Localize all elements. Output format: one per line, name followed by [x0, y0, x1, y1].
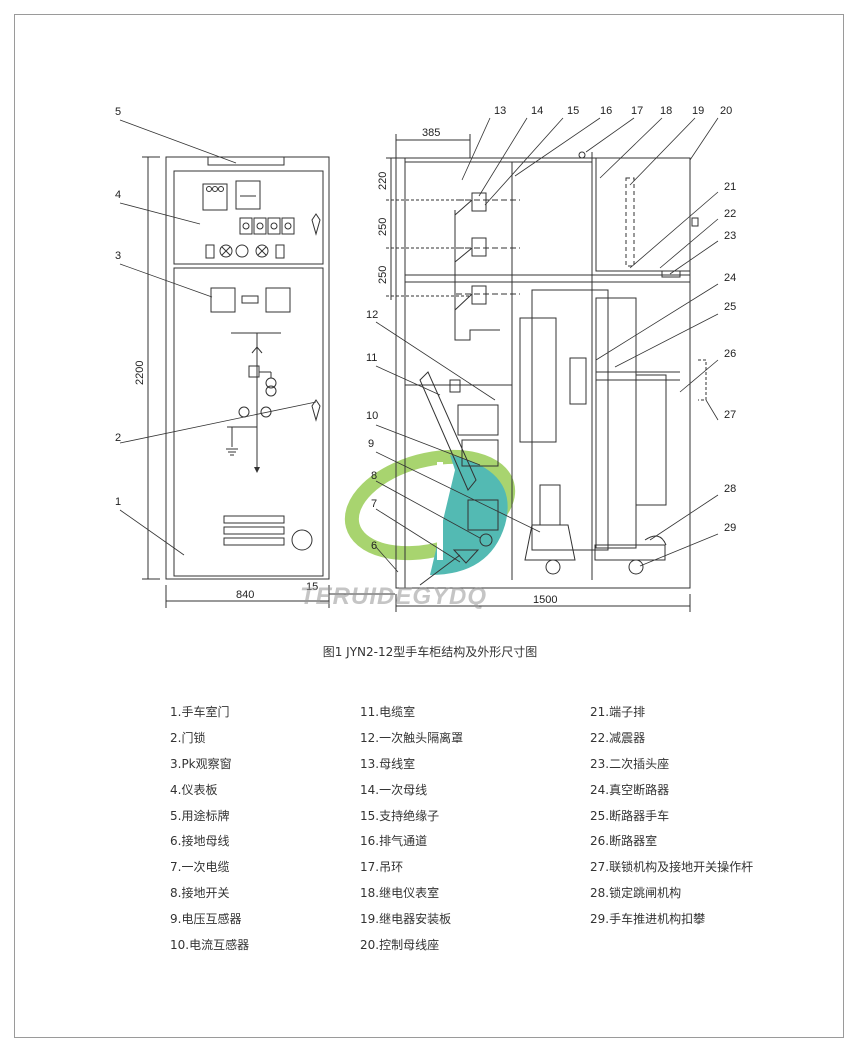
legend-item: 1.手车室门: [170, 705, 230, 719]
callout-label: 15: [567, 105, 579, 117]
callout-label: 28: [724, 483, 736, 495]
legend-item: 4.仪表板: [170, 782, 218, 797]
legend-item: 18.继电仪表室: [360, 886, 440, 901]
legend-item: 5.用途标牌: [170, 808, 230, 823]
legend-item: 25.断路器手车: [590, 808, 670, 823]
legend-item: 9.电压互感器: [170, 912, 242, 927]
page-frame: [14, 14, 844, 1038]
callout-label: 7: [371, 498, 377, 510]
leader-lines: [119, 117, 719, 573]
legend-item: 12.一次触头隔离罩: [360, 730, 464, 745]
legend-column-1: 1.手车室门 2.门锁 3.Pk观察窗 4.仪表板 5.用途标牌 6.接地母线 …: [170, 700, 249, 959]
dim-250a: 250: [377, 218, 389, 236]
callout-label: 13: [494, 105, 506, 117]
side-view: [386, 134, 707, 612]
legend-item: 3.Pk观察窗: [170, 756, 232, 771]
figure-caption: 图1 JYN2-12型手车柜结构及外形尺寸图: [322, 645, 538, 659]
legend-item: 20.控制母线座: [360, 938, 440, 953]
callout-label: 24: [724, 272, 736, 284]
dim-1500: 1500: [533, 594, 557, 606]
dim-250b: 250: [377, 266, 389, 284]
legend-item: 10.电流互感器: [170, 938, 250, 953]
callout-label: 14: [531, 105, 543, 117]
callout-label: 1: [115, 496, 121, 508]
callout-label: 25: [724, 301, 736, 313]
legend-column-3: 21.端子排 22.减震器 23.二次插头座 24.真空断路器 25.断路器手车…: [590, 700, 753, 933]
legend-item: 21.端子排: [590, 705, 646, 719]
callout-label: 19: [692, 105, 704, 117]
legend-item: 7.一次电缆: [170, 860, 230, 875]
legend-item: 11.电缆室: [360, 705, 416, 719]
callout-label: 5: [115, 106, 121, 118]
legend-item: 26.断路器室: [590, 834, 658, 849]
dim-2200: 2200: [134, 361, 146, 385]
legend-item: 19.继电器安装板: [360, 912, 452, 927]
legend-item: 23.二次插头座: [590, 756, 670, 771]
callout-label: 27: [724, 409, 736, 421]
legend-item: 29.手车推进机构扣攀: [590, 912, 706, 927]
callout-label: 18: [660, 105, 672, 117]
dim-840: 840: [236, 589, 254, 601]
callout-label: 8: [371, 470, 377, 482]
dim-15: 15: [306, 581, 318, 593]
callout-label: 12: [366, 309, 378, 321]
legend-item: 15.支持绝缘子: [360, 808, 440, 823]
callout-labels: 5 4 3 2 1 6 7 8 9 10 11 12 13 14 15 16 1…: [115, 105, 736, 552]
front-view: [142, 156, 395, 608]
callout-label: 9: [368, 438, 374, 450]
legend-item: 6.接地母线: [170, 834, 230, 849]
callout-label: 2: [115, 432, 121, 444]
callout-label: 6: [371, 540, 377, 552]
callout-label: 29: [724, 522, 736, 534]
callout-label: 21: [724, 181, 736, 193]
dim-220: 220: [377, 172, 389, 190]
callout-label: 10: [366, 410, 378, 422]
legend-item: 28.锁定跳闸机构: [590, 886, 682, 901]
legend-item: 17.吊环: [360, 860, 404, 875]
legend-item: 24.真空断路器: [590, 782, 670, 797]
logo-mark: [344, 449, 516, 575]
legend-item: 16.排气通道: [360, 834, 428, 849]
callout-label: 3: [115, 250, 121, 262]
callout-label: 4: [115, 189, 121, 201]
legend-item: 14.一次母线: [360, 782, 428, 797]
dim-385: 385: [422, 127, 440, 139]
callout-label: 20: [720, 105, 732, 117]
legend-item: 22.减震器: [590, 730, 646, 745]
callout-label: 22: [724, 208, 736, 220]
legend-item: 2.门锁: [170, 730, 206, 745]
callout-label: 17: [631, 105, 643, 117]
legend-item: 27.联锁机构及接地开关操作杆: [590, 860, 754, 875]
callout-label: 16: [600, 105, 612, 117]
callout-label: 26: [724, 348, 736, 360]
legend-item: 8.接地开关: [170, 886, 230, 901]
legend-column-2: 11.电缆室 12.一次触头隔离罩 13.母线室 14.一次母线 15.支持绝缘…: [360, 700, 463, 959]
watermark-text: TERUIDEGYDQ: [300, 583, 488, 610]
cabinet-drawing: 5 4 3 2 1 6 7 8 9 10 11 12 13 14 15 16 1…: [115, 105, 736, 612]
dimension-labels: 2200 840 15 1500 385 220 250 250: [134, 127, 557, 606]
legend-item: 13.母线室: [360, 756, 416, 771]
callout-label: 11: [366, 352, 377, 364]
callout-label: 23: [724, 230, 736, 242]
